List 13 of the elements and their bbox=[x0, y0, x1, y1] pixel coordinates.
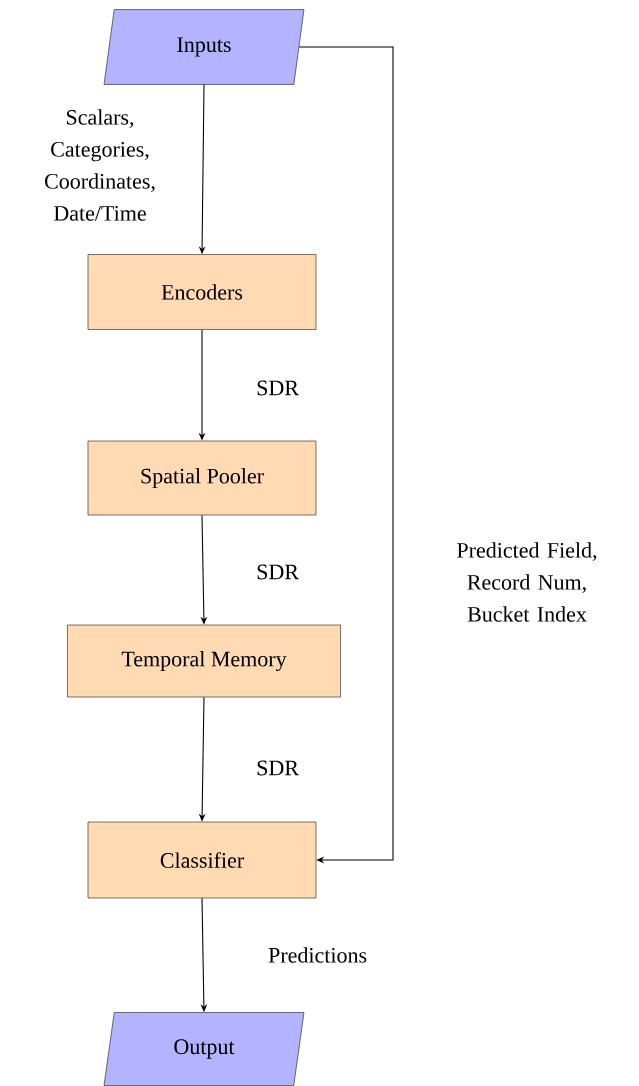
edge-label: SDR bbox=[257, 380, 299, 396]
edge-label: SDR bbox=[257, 760, 299, 776]
edge-label: Scalars, Categories, Coordinates, Date/Time bbox=[45, 109, 155, 221]
process-box: Temporal Memory bbox=[67, 624, 341, 698]
edge-label: Predicted Field, Record Num, Bucket Index bbox=[457, 542, 597, 622]
process-box: Spatial Pooler bbox=[87, 440, 317, 516]
input-output-parallelogram: Inputs bbox=[103, 9, 305, 85]
edge-label: SDR bbox=[257, 564, 299, 580]
arrow bbox=[298, 46, 394, 864]
edge-label: Predictions bbox=[268, 947, 367, 963]
process-box: Encoders bbox=[87, 254, 317, 330]
input-output-parallelogram: Output bbox=[103, 1012, 305, 1086]
process-box: Classifier bbox=[87, 821, 317, 899]
